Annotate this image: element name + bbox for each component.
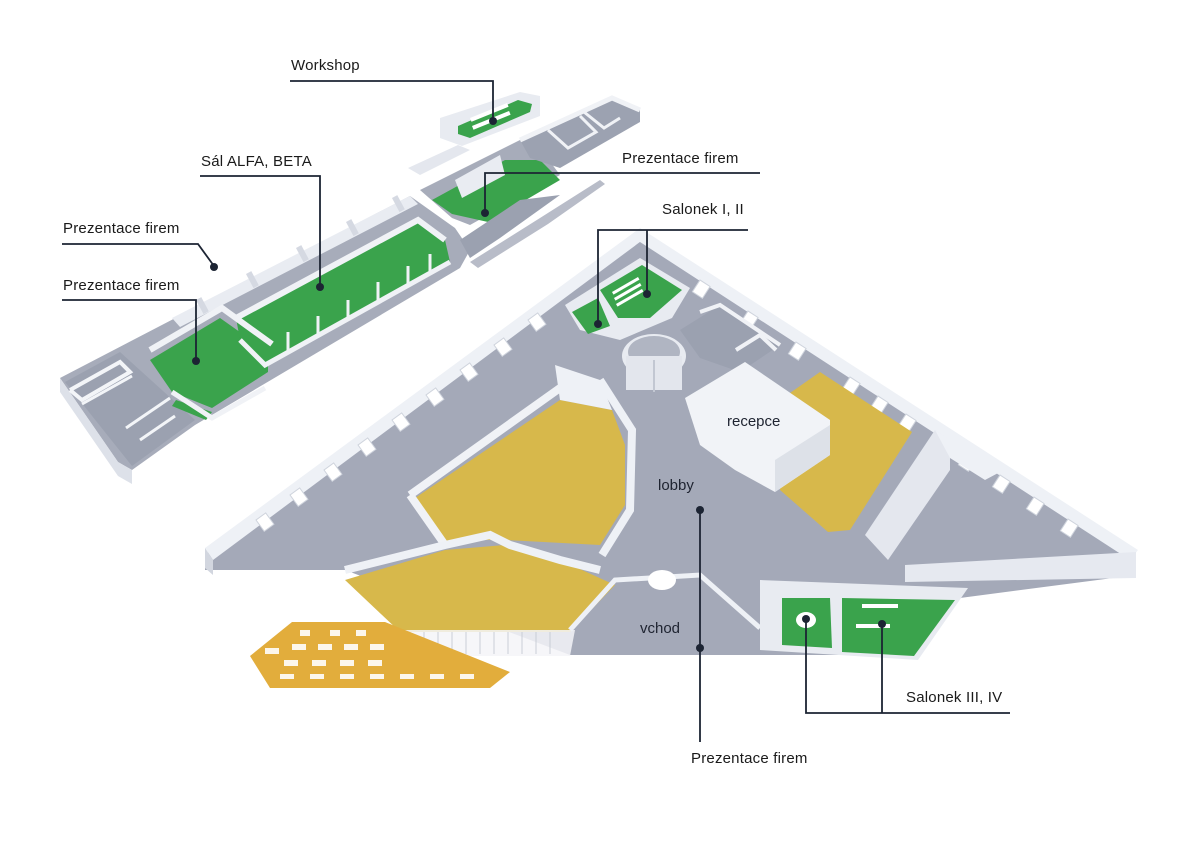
entrance-table — [648, 570, 676, 590]
label-prezentace-bottom: Prezentace firem — [691, 750, 808, 767]
left-end-block — [65, 352, 195, 466]
leader-dots — [192, 117, 886, 652]
leader-salonek-3-4 — [805, 620, 1010, 714]
leader-prezentace-left-2 — [62, 299, 197, 360]
upper-east-rooms — [520, 98, 640, 168]
upper-wing — [60, 92, 641, 484]
leader-lines — [62, 80, 1010, 742]
leader-prezentace-top — [484, 172, 760, 212]
label-salonek-3-4: Salonek III, IV — [906, 689, 1003, 706]
green-zone-upper-presentation — [432, 160, 560, 222]
label-prezentace-left-1: Prezentace firem — [63, 220, 180, 237]
green-zone-left-a — [150, 318, 268, 408]
yellow-front-room — [345, 545, 615, 632]
orange-terrace — [250, 622, 510, 688]
main-outer-wall-left — [205, 228, 648, 560]
label-sal-alfa-beta: Sál ALFA, BETA — [201, 153, 312, 170]
leader-prezentace-left-1 — [62, 243, 215, 267]
leader-sal-alfa-beta — [200, 175, 321, 286]
label-lobby: lobby — [658, 477, 694, 494]
leader-workshop — [290, 80, 494, 120]
label-workshop: Workshop — [291, 57, 360, 74]
green-salonek-4 — [842, 598, 955, 656]
label-prezentace-left-2: Prezentace firem — [63, 277, 180, 294]
upper-wing-outer-wall — [60, 378, 132, 484]
leader-salonek-1-2 — [597, 229, 748, 323]
label-recepce: recepce — [727, 413, 781, 430]
label-prezentace-top-right: Prezentace firem — [622, 150, 739, 167]
label-vchod: vchod — [640, 620, 681, 637]
label-salonek-1-2: Salonek I, II — [662, 201, 744, 218]
main-building — [205, 228, 1138, 688]
green-hall-alfa-beta — [236, 220, 450, 365]
yellow-hall-left — [415, 400, 625, 545]
main-outer-wall-right — [640, 228, 1138, 560]
